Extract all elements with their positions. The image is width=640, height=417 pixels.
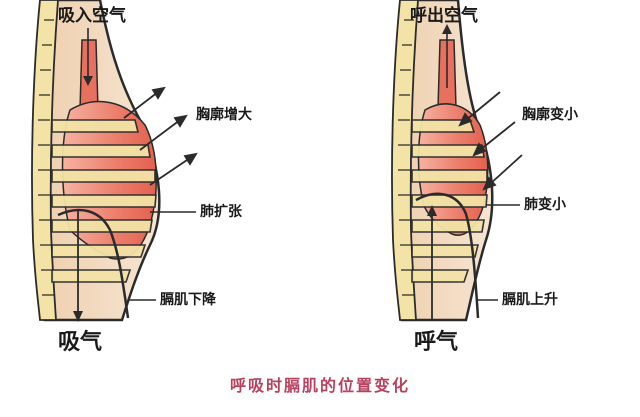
exhale-contract-arrows [458,91,523,191]
exhale-chest-label: 胸廓变小 [522,107,578,123]
exhale-lung-label: 肺变小 [524,197,566,213]
inhale-trachea [79,39,99,111]
exhale-diaphragm-label: 膈肌上升 [502,292,558,308]
inhale-chest-label: 胸廓增大 [196,107,252,123]
inhale-expand-arrows [123,86,198,186]
inhale-figure [31,0,198,322]
figure-caption: 呼吸时膈肌的位置变化 [229,376,410,395]
inhale-air-label: 吸入空气 [58,6,126,26]
exhale-diaphragm [415,192,480,319]
inhale-lung-label: 肺扩张 [200,204,242,220]
inhale-title: 吸气 [58,330,103,355]
exhale-air-label: 呼出空气 [410,6,478,26]
inhale-diaphragm-label: 膈肌下降 [160,292,216,308]
exhale-figure [391,0,523,322]
exhale-title: 呼气 [414,330,459,355]
